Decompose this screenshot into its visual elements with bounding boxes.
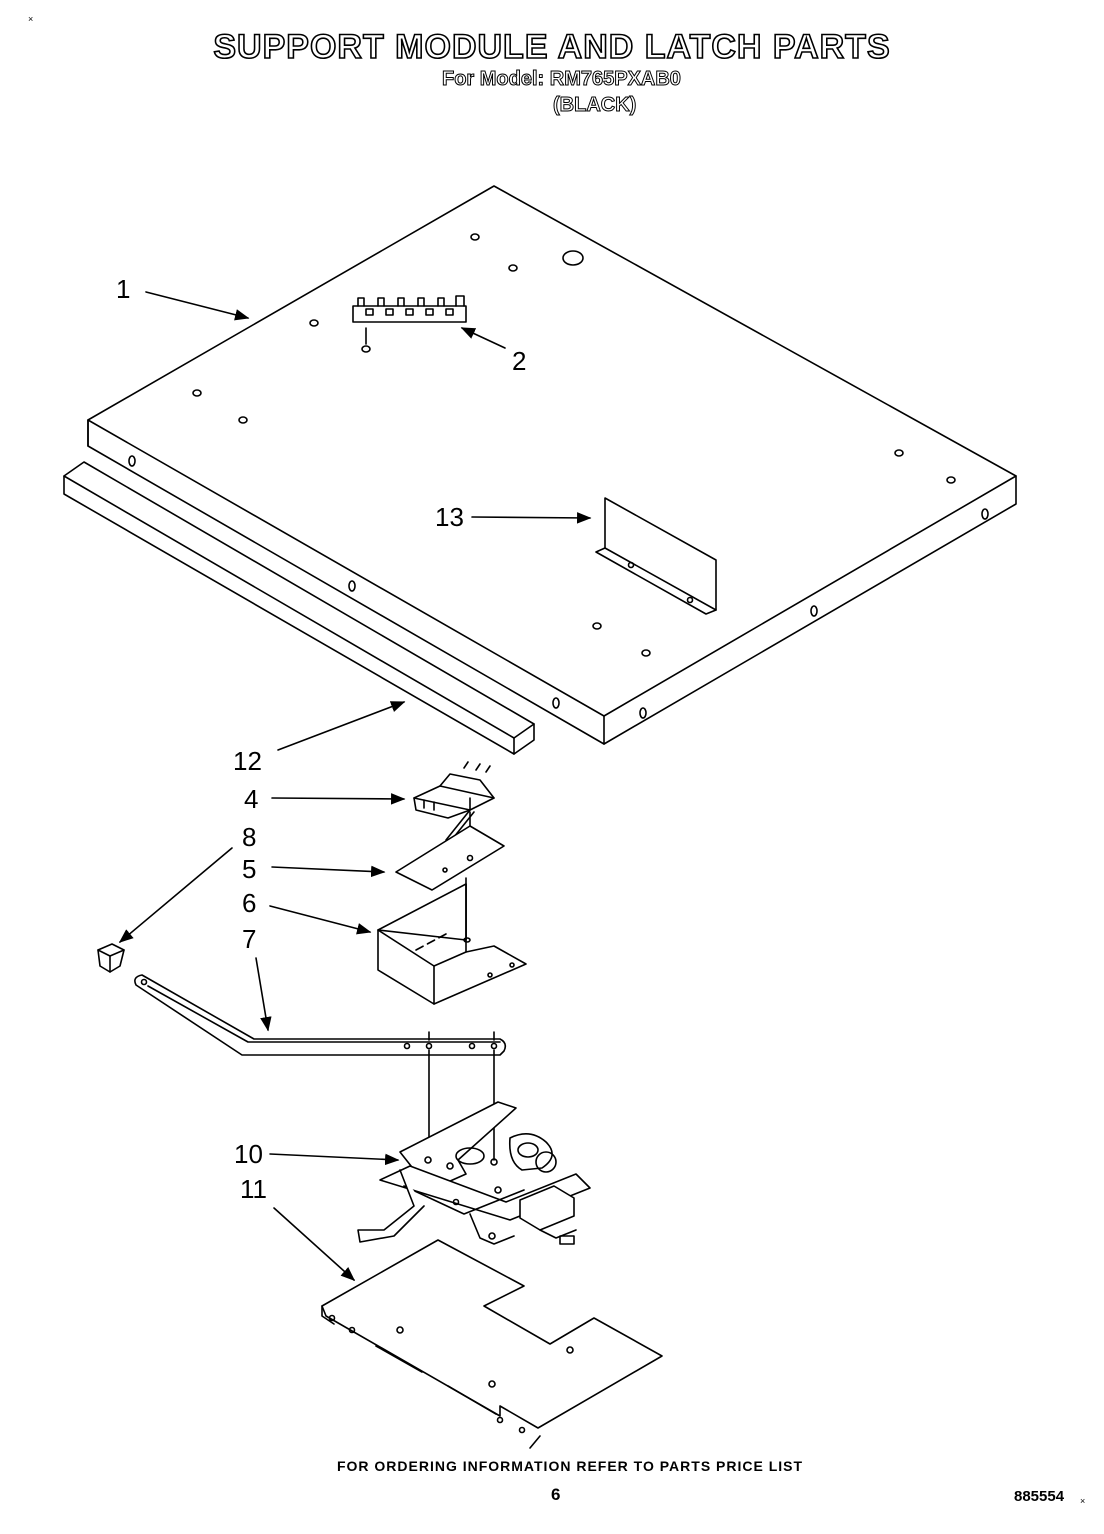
- callout-2: 2: [512, 346, 526, 376]
- callout-4: 4: [244, 784, 258, 814]
- latch-assembly: [357, 1101, 591, 1245]
- bracket: [595, 497, 717, 615]
- ordering-note: FOR ORDERING INFORMATION REFER TO PARTS …: [336, 1458, 804, 1474]
- callout-10: 10: [234, 1139, 263, 1169]
- callout-11: 11: [240, 1174, 267, 1204]
- model-line: For Model: RM765PXAB0: [442, 68, 682, 91]
- terminal-block: [352, 295, 467, 353]
- callout-5: 5: [242, 854, 256, 884]
- support-bar: [63, 461, 535, 755]
- leader-lines: [118, 291, 592, 1281]
- latch-pad: [97, 943, 125, 973]
- switch-housing: [377, 883, 527, 1005]
- callout-7: 7: [242, 924, 256, 954]
- corner-mark-top: ×: [28, 14, 34, 24]
- color-variant: (BLACK): [552, 94, 637, 117]
- page-title: SUPPORT MODULE AND LATCH PARTS: [213, 27, 891, 67]
- corner-mark-bottom: ×: [1080, 1496, 1086, 1506]
- callout-1: 1: [116, 274, 130, 304]
- support-module-panel: [87, 185, 1017, 745]
- latch-base-plate: [321, 1239, 663, 1449]
- callout-13: 13: [435, 502, 464, 532]
- callout-12: 12: [233, 746, 262, 776]
- callout-6: 6: [242, 888, 256, 918]
- callout-8: 8: [242, 822, 256, 852]
- document-number: 885554: [1014, 1488, 1065, 1505]
- page-number: 6: [551, 1485, 561, 1504]
